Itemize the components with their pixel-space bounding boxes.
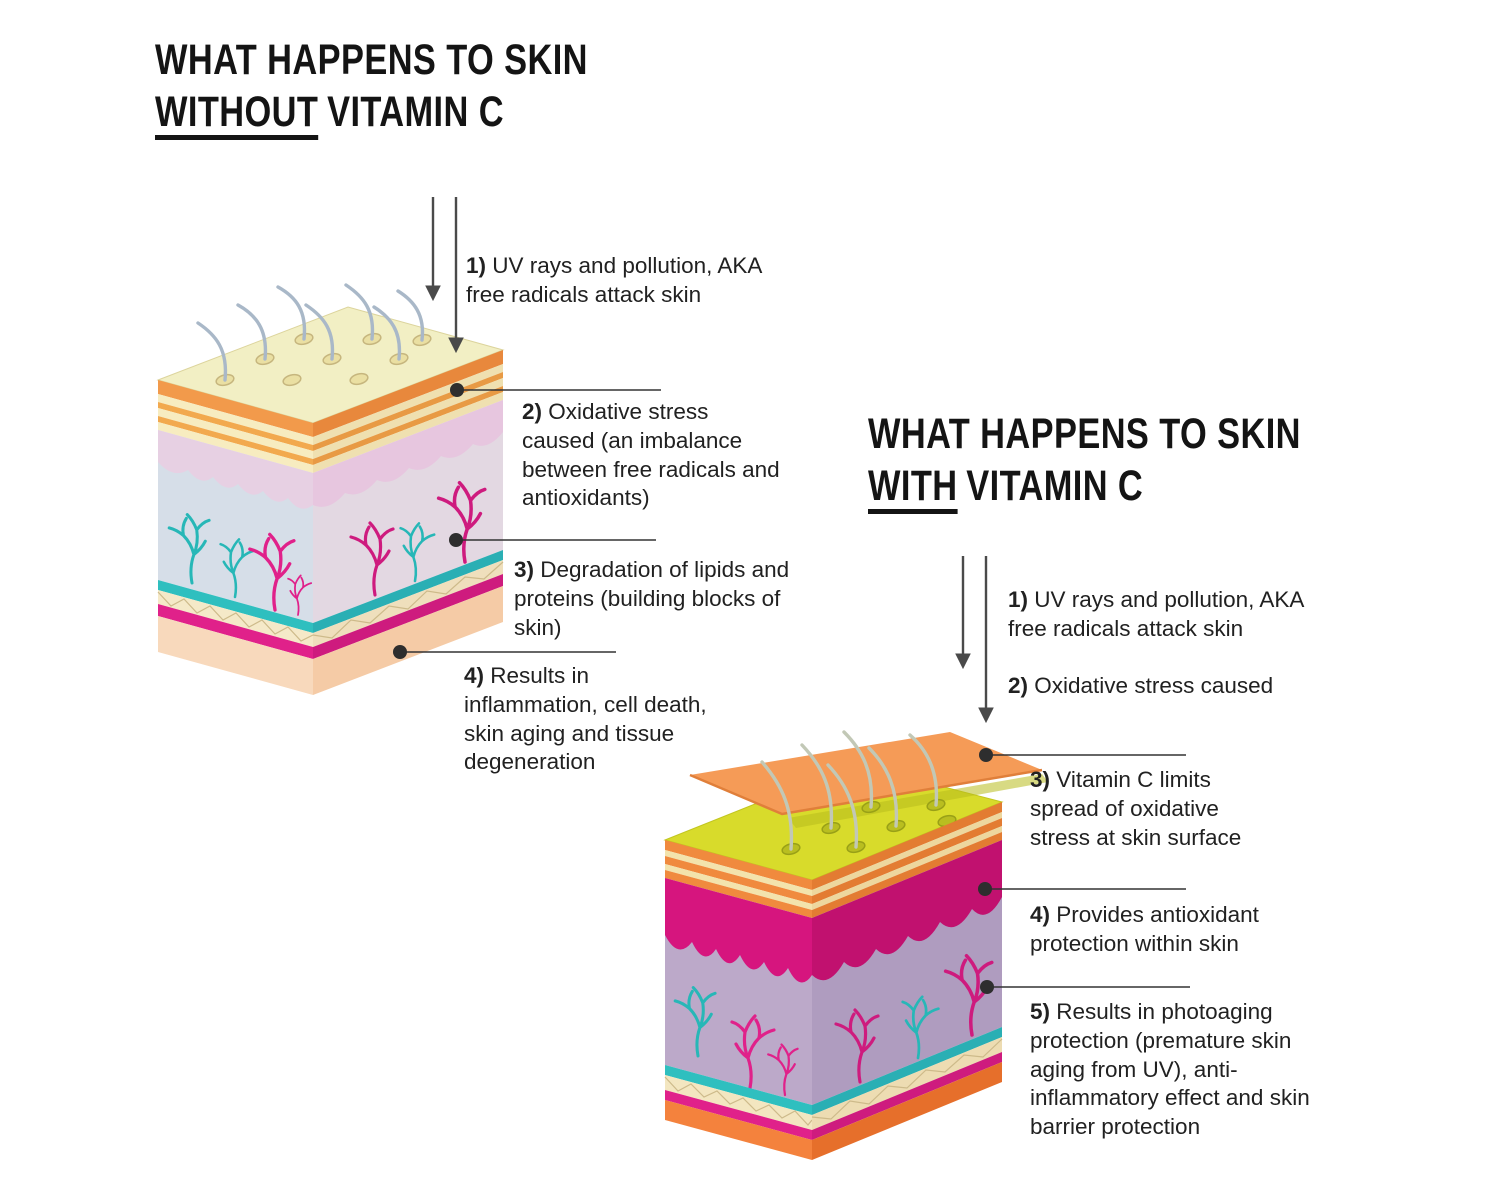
- annotation-number: 2): [522, 399, 543, 424]
- skin-side-face: [811, 802, 1003, 1160]
- annotation-with-5: 5) Results in photoaging protection (pre…: [1030, 998, 1330, 1142]
- epidermis-layer: [313, 400, 503, 507]
- epidermis-layer: [812, 840, 1002, 981]
- annotation-without-3: 3) Degradation of lipids and proteins (b…: [514, 556, 799, 642]
- annotation-text: Results in inflammation, cell death, ski…: [464, 663, 707, 775]
- annotation-number: 1): [1008, 587, 1029, 612]
- annotation-with-3: 3) Vitamin C limits spread of oxidative …: [1030, 766, 1275, 852]
- skin-top-face: [156, 283, 505, 424]
- annotation-text: UV rays and pollution, AKA free radicals…: [1008, 587, 1304, 641]
- annotation-number: 3): [1030, 767, 1051, 792]
- annotation-with-1: 1) UV rays and pollution, AKA free radic…: [1008, 586, 1348, 644]
- annotation-text: Oxidative stress caused: [1034, 673, 1274, 698]
- annotation-text: Degradation of lipids and proteins (buil…: [514, 557, 790, 640]
- title-line2-rest: VITAMIN C: [966, 462, 1144, 511]
- annotation-text: Vitamin C limits spread of oxidative str…: [1030, 767, 1242, 850]
- annotation-text: Results in photoaging protection (premat…: [1030, 999, 1310, 1140]
- skin-block-without-illustration: [156, 283, 505, 695]
- annotation-number: 4): [1030, 902, 1051, 927]
- annotation-with-4: 4) Provides antioxidant protection withi…: [1030, 901, 1320, 959]
- title-underlined-word: WITHOUT: [155, 91, 319, 141]
- title-line2-rest: VITAMIN C: [327, 88, 504, 137]
- annotation-number: 3): [514, 557, 535, 582]
- annotation-with-2: 2) Oxidative stress caused: [1008, 672, 1348, 701]
- title-underlined-word: WITH: [868, 465, 958, 515]
- skin-front-face: [157, 380, 314, 695]
- annotation-text: UV rays and pollution, AKA free radicals…: [466, 253, 762, 307]
- annotation-number: 2): [1008, 673, 1029, 698]
- annotation-text: Oxidative stress caused (an imbalance be…: [522, 399, 780, 511]
- title-line1: WHAT HAPPENS TO SKIN: [155, 36, 588, 84]
- skin-front-face: [664, 840, 813, 1160]
- vitamin-c-shield-sheet: [689, 732, 1043, 816]
- title-line1: WHAT HAPPENS TO SKIN: [868, 410, 1301, 458]
- pore-icon: [781, 798, 957, 856]
- hair-icon: [760, 730, 939, 851]
- epidermis-layer: [158, 430, 313, 509]
- skin-block-with-illustration: [663, 730, 1048, 1160]
- annotation-number: 5): [1030, 999, 1051, 1024]
- annotation-without-1: 1) UV rays and pollution, AKA free radic…: [466, 252, 766, 310]
- annotation-text: Provides antioxidant protection within s…: [1030, 902, 1259, 956]
- annotation-number: 1): [466, 253, 487, 278]
- annotation-without-2: 2) Oxidative stress caused (an imbalance…: [522, 398, 782, 513]
- skin-side-face: [312, 350, 504, 695]
- hair-icon: [196, 283, 425, 382]
- epidermis-layer: [665, 878, 812, 983]
- annotation-without-4: 4) Results in inflammation, cell death, …: [464, 662, 719, 777]
- annotation-number: 4): [464, 663, 485, 688]
